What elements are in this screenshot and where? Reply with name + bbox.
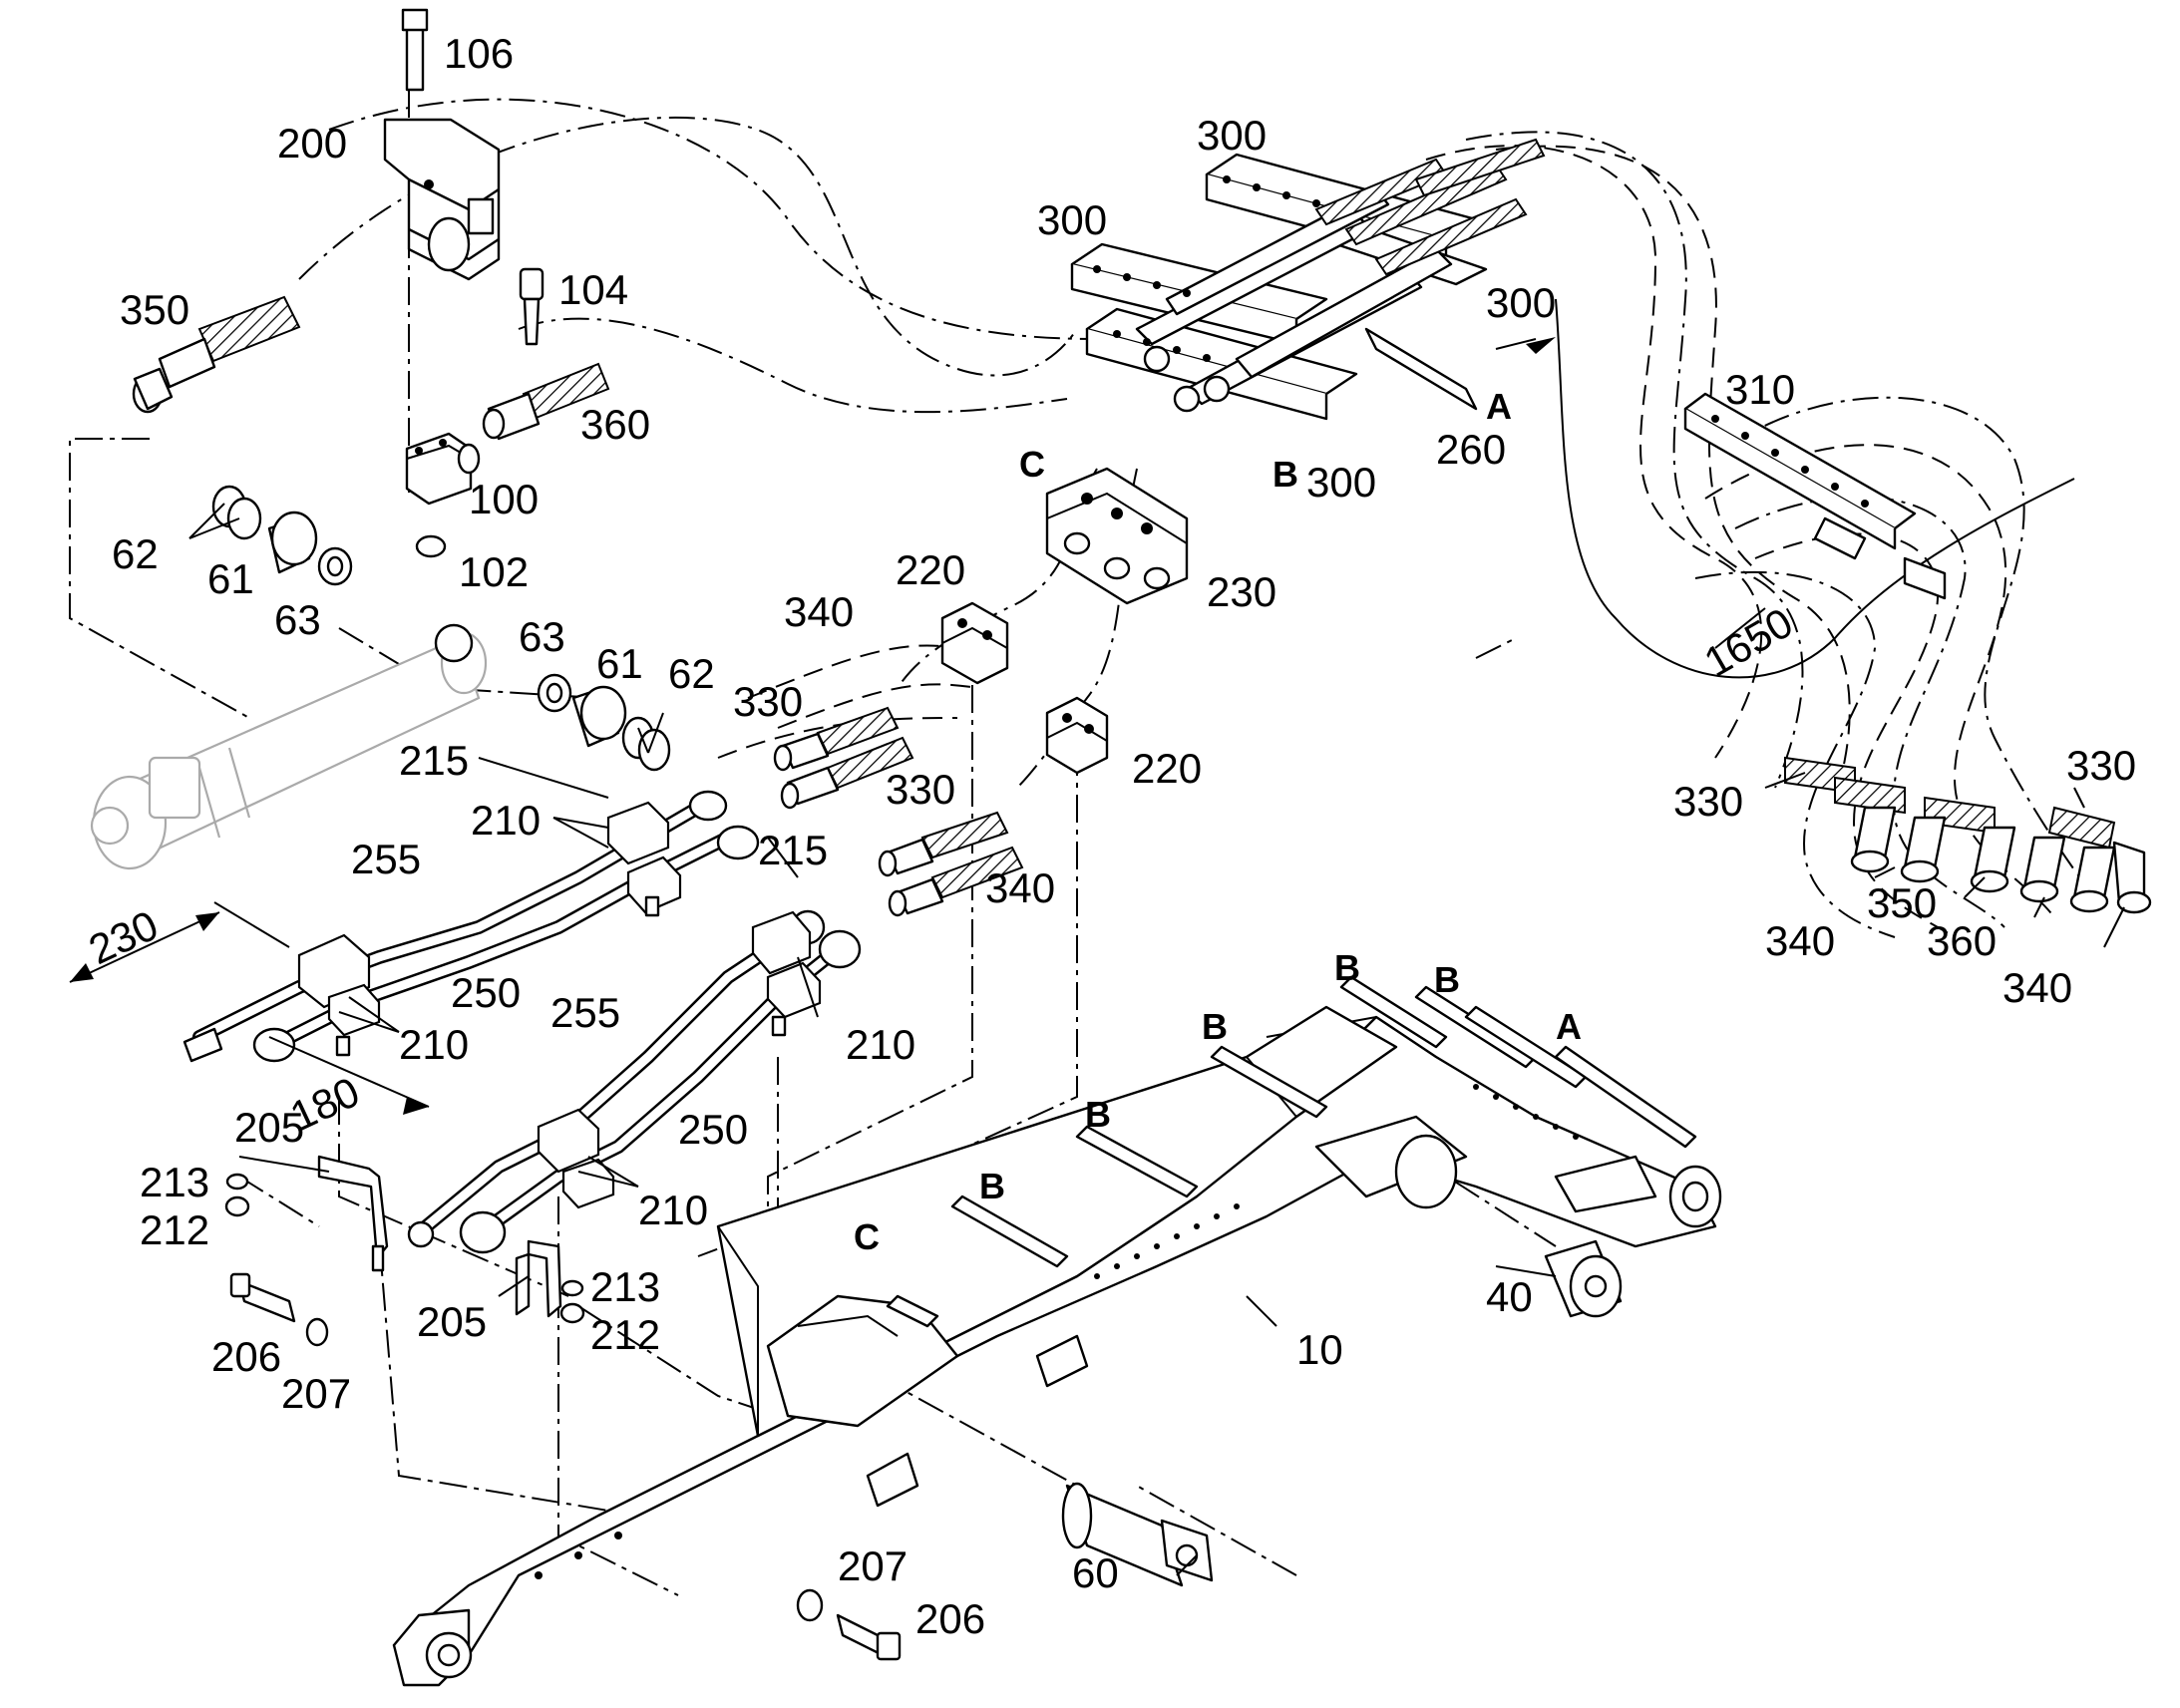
callout-40: 40 — [1486, 1273, 1533, 1320]
dimension-label-230: 230 — [82, 901, 165, 973]
callout-350-right: 350 — [1867, 879, 1937, 926]
section-mark-b-1: B — [1334, 947, 1360, 988]
callout-215-upper: 215 — [399, 737, 469, 784]
callout-220-lower: 220 — [1132, 745, 1202, 792]
callout-200: 200 — [277, 120, 347, 167]
bushing-set-right — [537, 673, 671, 772]
clamp-bar-310 — [1683, 392, 1947, 600]
boom-clamp-bars — [886, 975, 1697, 1328]
clamp-bars-300 — [1070, 138, 1546, 421]
callout-63-right: 63 — [519, 613, 565, 660]
section-mark-a-top: A — [1486, 386, 1512, 427]
callout-205-left: 205 — [234, 1104, 304, 1151]
callout-330-right-a: 330 — [1673, 778, 1743, 825]
hose-fitting-360 — [482, 362, 610, 441]
callout-330-right-b: 330 — [2066, 742, 2136, 789]
bolt-104 — [519, 267, 545, 346]
section-mark-b-5: B — [979, 1166, 1005, 1206]
callout-210-lower-b: 210 — [638, 1187, 708, 1233]
callout-360: 360 — [580, 401, 650, 448]
callout-106: 106 — [444, 30, 514, 77]
callout-104: 104 — [558, 266, 628, 313]
callout-230: 230 — [1207, 568, 1276, 615]
leader-lines — [188, 337, 2125, 1576]
callout-260: 260 — [1436, 426, 1506, 473]
callout-213-left: 213 — [140, 1159, 209, 1205]
callout-330-lower: 330 — [886, 766, 955, 813]
section-mark-b-3: B — [1202, 1006, 1228, 1047]
callout-340-lower: 340 — [985, 864, 1055, 911]
pin-60 — [1061, 1482, 1214, 1587]
bracket-205-right — [515, 1239, 562, 1318]
callout-61-left: 61 — [207, 555, 254, 602]
boom-rivet-holes — [535, 1084, 1579, 1579]
callout-215-lower: 215 — [758, 827, 828, 873]
section-mark-b-4: B — [1085, 1094, 1111, 1135]
fittings-right-group — [1784, 756, 2152, 914]
callout-206-bottom: 206 — [915, 1595, 985, 1642]
callout-250-upper: 250 — [451, 969, 521, 1016]
callout-300-left: 300 — [1037, 196, 1107, 243]
clamp-220-upper — [940, 601, 1009, 685]
section-mark-c-top: C — [1019, 444, 1045, 485]
callout-100: 100 — [469, 476, 539, 522]
callout-207-bottom: 207 — [838, 1542, 908, 1589]
callout-310: 310 — [1725, 366, 1795, 413]
callout-210-upper-a: 210 — [471, 797, 541, 844]
dimension-230 — [69, 901, 290, 983]
pipe-assembly-lower — [407, 909, 862, 1254]
fittings-330-340-upper — [773, 706, 914, 810]
callout-350: 350 — [120, 286, 189, 333]
callout-340-upper: 340 — [784, 588, 854, 635]
callout-212-left: 212 — [140, 1206, 209, 1253]
callout-212-right: 212 — [590, 1311, 660, 1358]
callout-60: 60 — [1072, 1549, 1119, 1596]
callout-300-right: 300 — [1486, 279, 1556, 326]
dimension-180 — [268, 1036, 430, 1115]
clamp-230 — [1045, 467, 1189, 605]
callout-205-right: 205 — [417, 1298, 487, 1345]
callout-300-top: 300 — [1197, 112, 1267, 159]
callout-360-right: 360 — [1927, 917, 1997, 964]
callout-210-upper-b: 210 — [399, 1021, 469, 1068]
callout-220-upper: 220 — [896, 546, 965, 593]
callout-62-right: 62 — [668, 650, 715, 697]
callout-210-lower-a: 210 — [846, 1021, 915, 1068]
clamp-holes-300 — [1093, 175, 1320, 362]
callout-61-right: 61 — [596, 640, 643, 687]
boom-cylinder — [90, 623, 488, 870]
callout-213-right: 213 — [590, 1263, 660, 1310]
callout-250-lower: 250 — [678, 1106, 748, 1153]
hose-fitting-350 — [132, 295, 301, 414]
section-mark-c-boom: C — [854, 1216, 880, 1257]
fitting-100 — [405, 432, 481, 558]
callout-206-left: 206 — [211, 1333, 281, 1380]
callout-10: 10 — [1296, 1326, 1343, 1373]
boom-10 — [392, 1005, 1722, 1687]
washers-nuts — [224, 1173, 902, 1661]
callout-207-left: 207 — [281, 1370, 351, 1417]
callout-102: 102 — [459, 548, 529, 595]
bushing-set-left — [211, 485, 353, 586]
pin-40 — [1544, 1239, 1623, 1318]
callout-300-bottom: 300 — [1306, 459, 1376, 506]
fittings-330-340-lower — [878, 811, 1024, 917]
clamp-220-lower — [1045, 696, 1109, 775]
callout-340-right-b: 340 — [2002, 964, 2072, 1011]
section-mark-a-boom: A — [1556, 1006, 1582, 1047]
section-mark-b-top: B — [1272, 454, 1298, 495]
callout-62-left: 62 — [112, 530, 159, 577]
callout-63-left: 63 — [274, 596, 321, 643]
section-marks: A B C B B B B B A C — [854, 386, 1582, 1257]
callout-255-lower: 255 — [550, 989, 620, 1036]
callout-1650: 1650 — [1696, 598, 1800, 685]
callout-255-upper: 255 — [351, 836, 421, 882]
section-mark-b-2: B — [1434, 959, 1460, 1000]
bracket-205-left — [317, 1155, 389, 1272]
callout-340-right-a: 340 — [1765, 917, 1835, 964]
pipe-assembly-upper — [182, 790, 760, 1063]
callout-330-upper: 330 — [733, 678, 803, 725]
clamp-block-200 — [383, 8, 501, 281]
